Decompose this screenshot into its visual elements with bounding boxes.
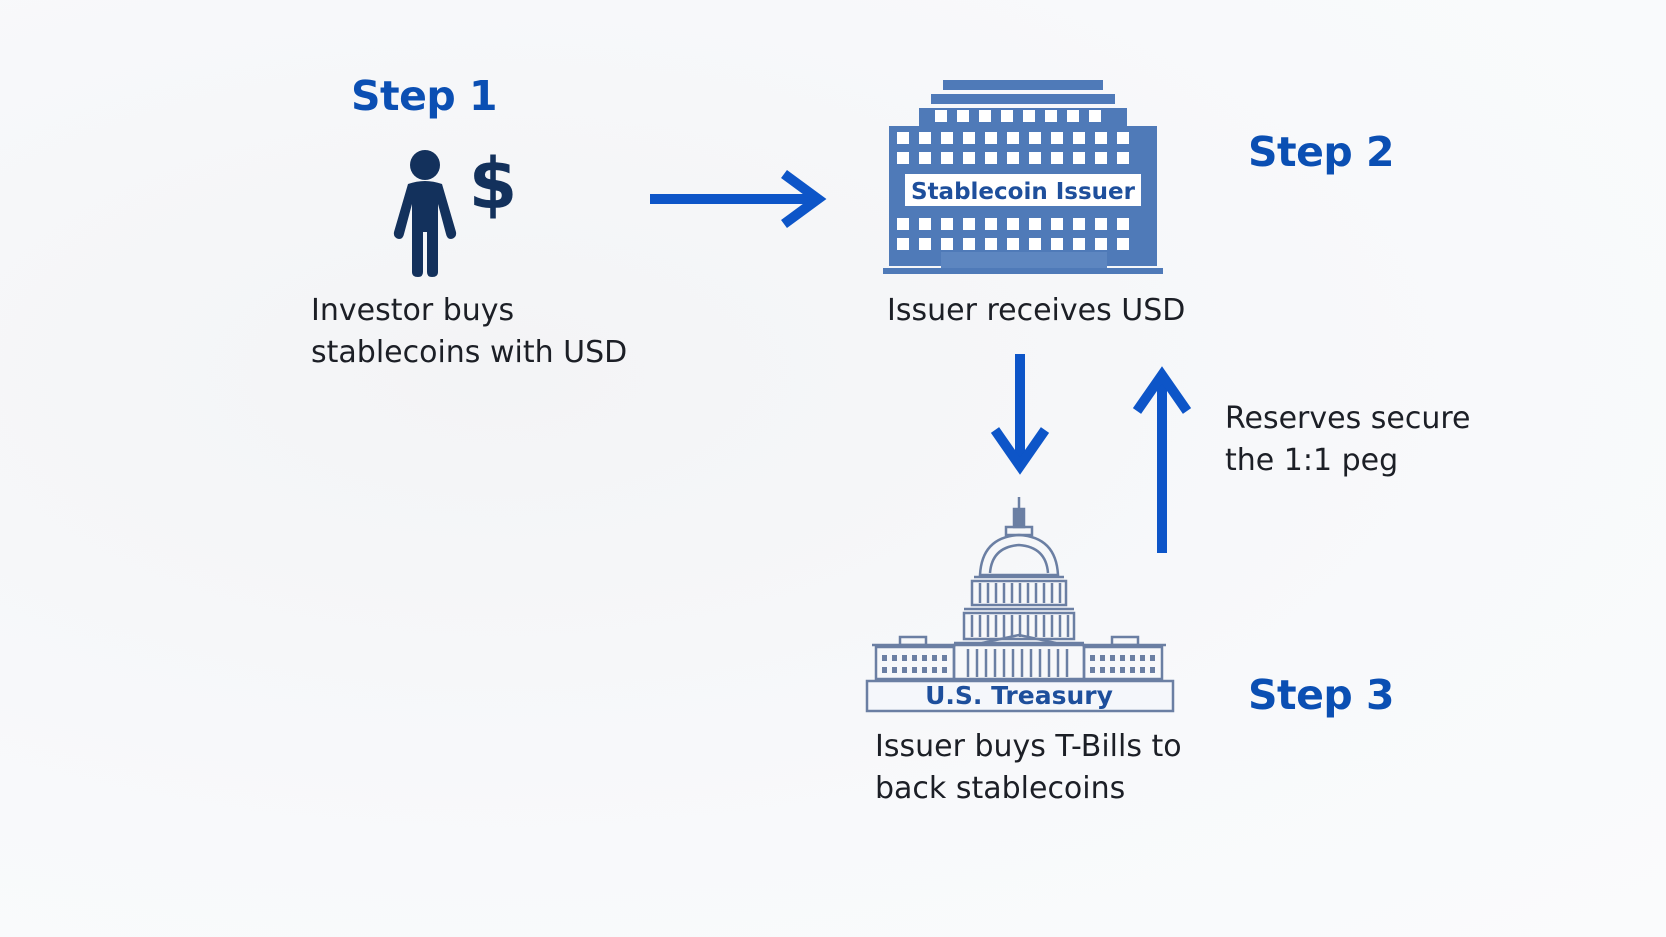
step-3-caption: Issuer buys T-Bills to back stablecoins [875,726,1182,810]
step-1-title: Step 1 [351,72,498,120]
reserve-note: Reserves secure the 1:1 peg [1225,398,1470,482]
arrow-up-icon [1132,366,1192,553]
arrow-down-icon [990,354,1050,475]
currency-symbol: $ [469,143,518,225]
step-2-title: Step 2 [1248,128,1395,176]
step-2-caption-line-1: Issuer receives USD [887,293,1186,328]
step-3-caption-line-2: back stablecoins [875,771,1126,806]
reserve-note-line-1: Reserves secure [1225,401,1471,436]
step-3-title: Step 3 [1248,671,1395,719]
step-1-caption-line-1: Investor buys [311,293,515,328]
step-1-caption: Investor buys stablecoins with USD [311,290,627,374]
step-3-caption-line-1: Issuer buys T-Bills to [875,729,1182,764]
step-2-caption: Issuer receives USD [887,290,1185,332]
reserve-note-line-2: the 1:1 peg [1225,443,1399,478]
treasury-sign: U.S. Treasury [925,681,1113,710]
office-building-icon: Stablecoin Issuer [883,80,1163,274]
capitol-building-icon: U.S. Treasury [865,497,1175,713]
issuer-sign: Stablecoin Issuer [911,179,1136,205]
step-1-caption-line-2: stablecoins with USD [311,335,628,370]
person-icon [393,150,457,277]
arrow-right-icon [650,169,827,229]
dollar-icon: $ [469,143,518,225]
